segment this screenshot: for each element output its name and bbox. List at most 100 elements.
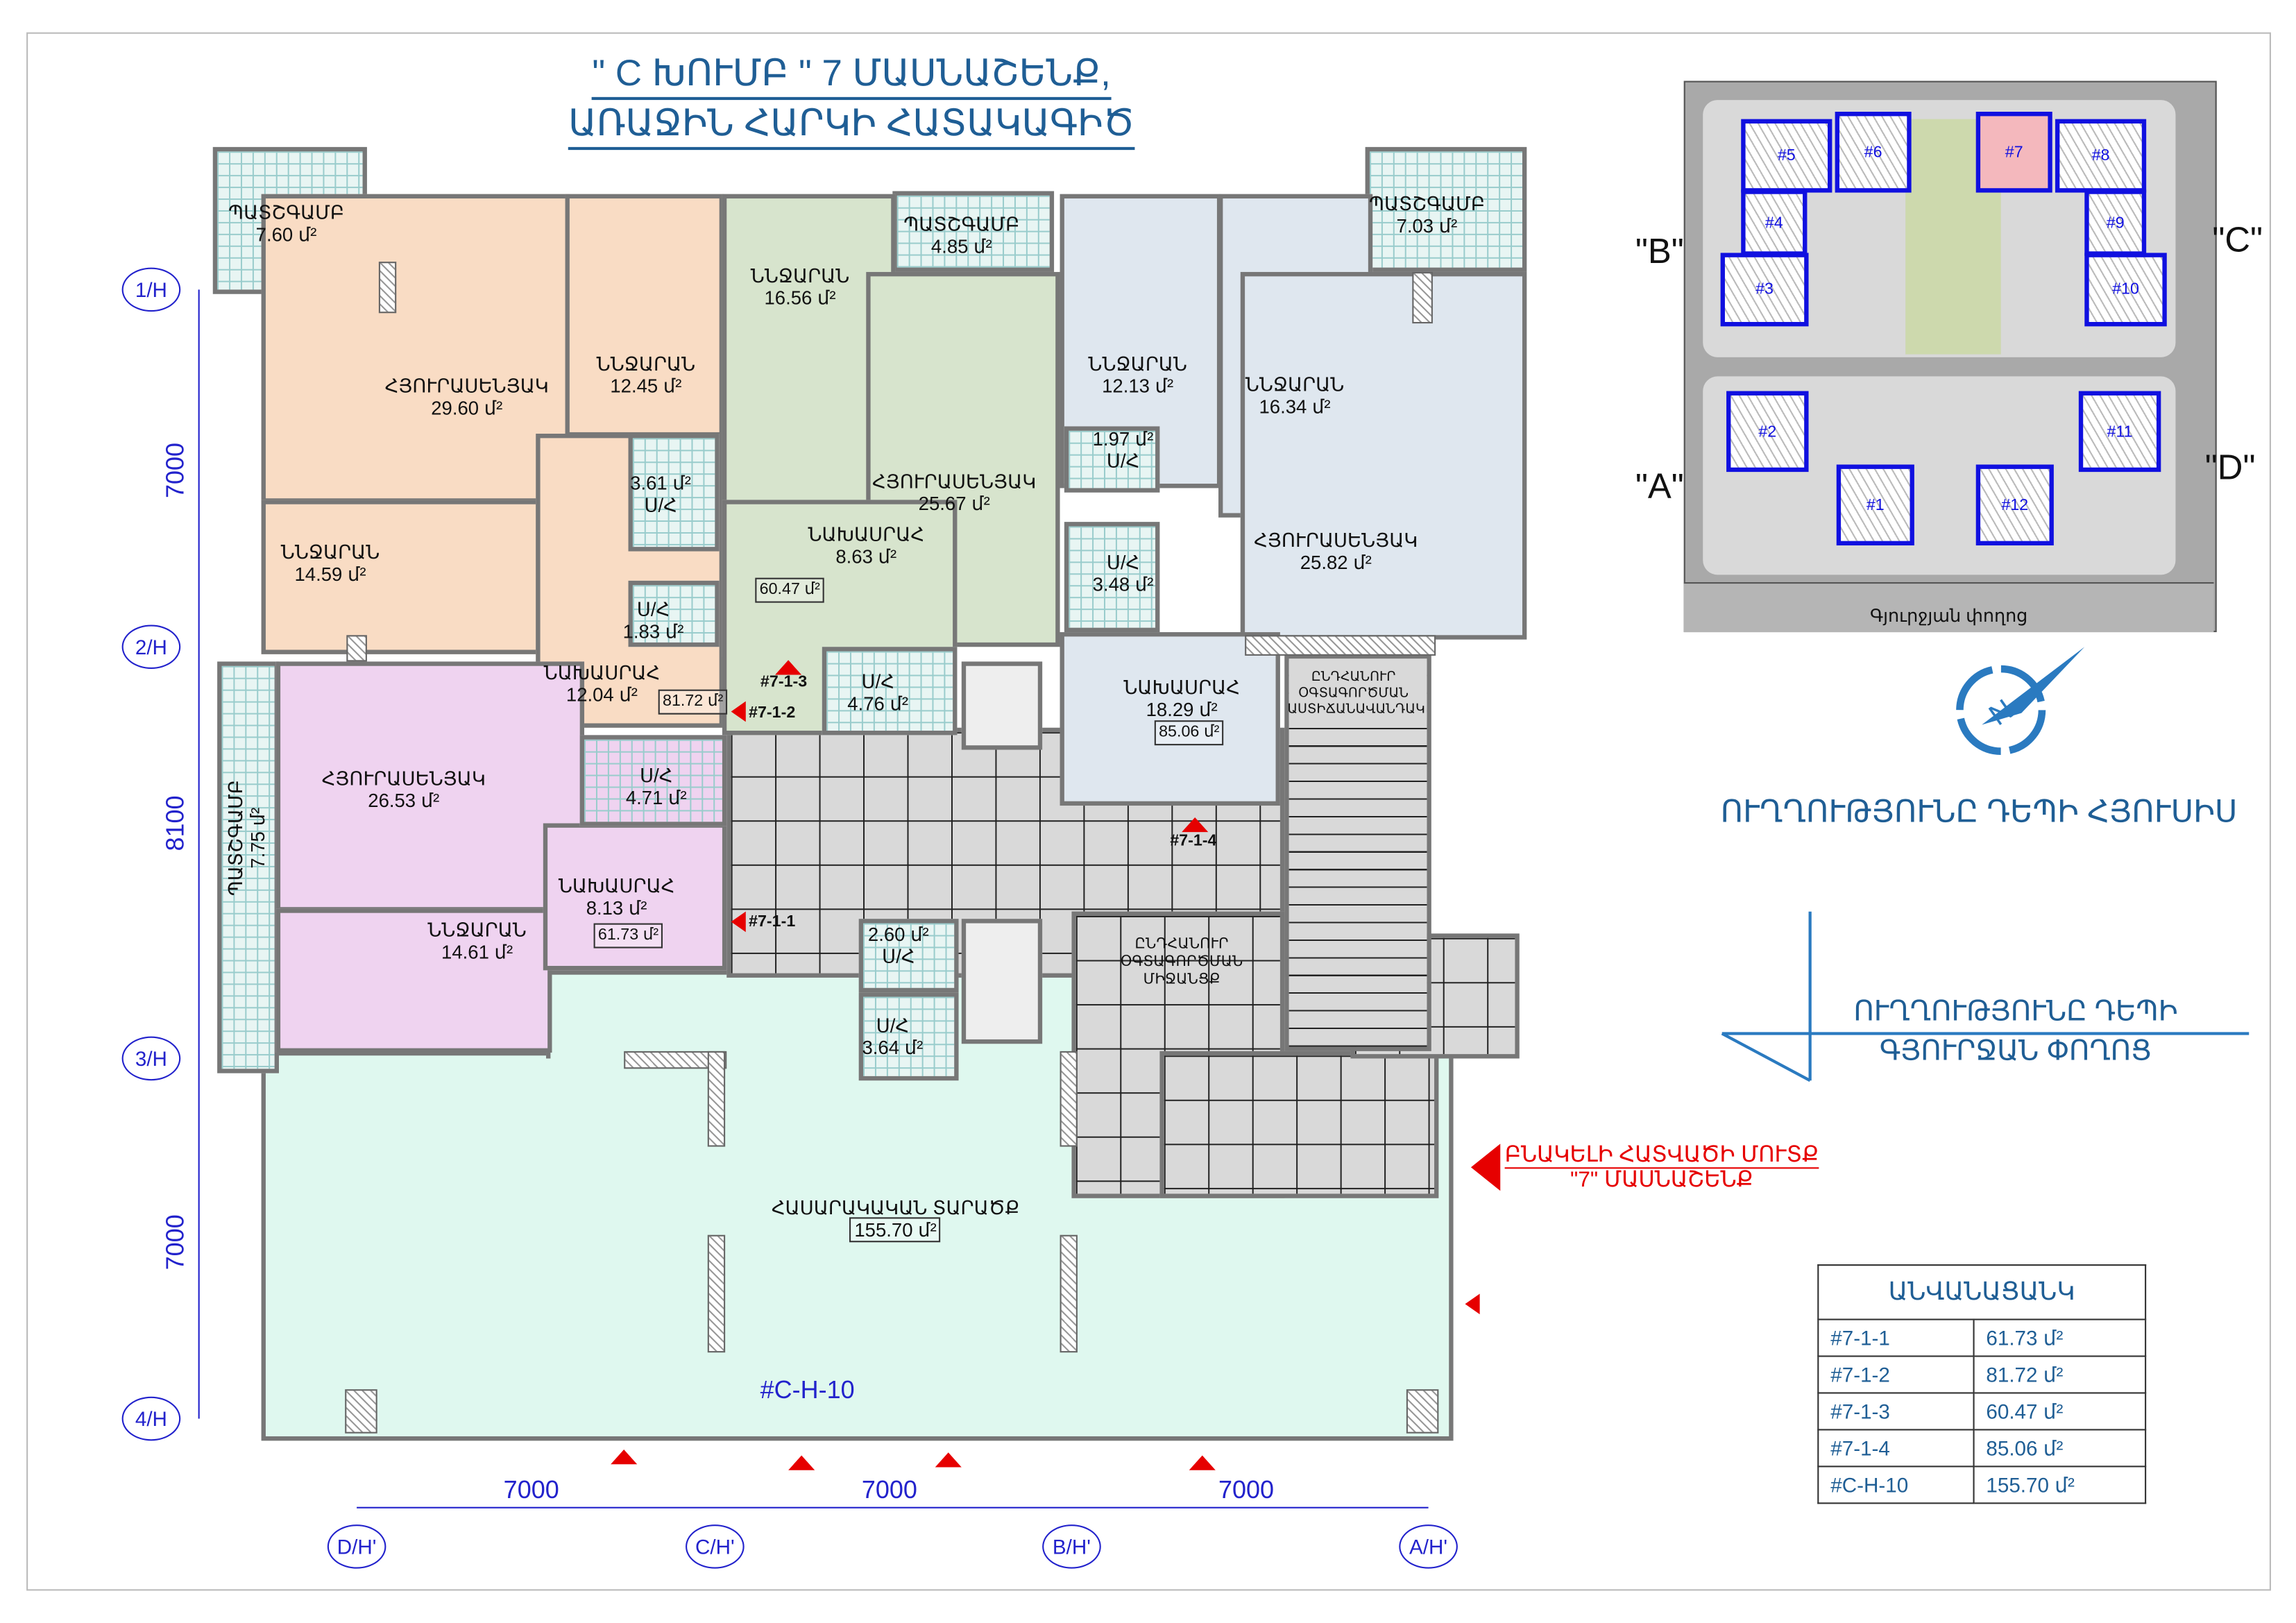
apartment-7-1-2-bedroom-2[interactable]	[261, 500, 541, 654]
bath-7-1-2-a	[628, 434, 720, 552]
legend-area: 155.70 մ²	[1973, 1465, 2147, 1504]
street-direction-label-2: ԳՅՈՒՐՋԱՆ ՓՈՂՈՑ	[1879, 1036, 2152, 1068]
building-2[interactable]: #2	[1726, 391, 1809, 473]
main-entrance-label: ԲՆԱԿԵԼԻ ՀԱՏՎԱԾԻ ՄՈՒՏՔ"7" ՄԱՍՆԱՇԵՆՔ	[1504, 1142, 1819, 1193]
column	[1060, 1234, 1078, 1353]
apartment-total-7-1-2: 81.72 մ²	[658, 689, 728, 715]
building-11[interactable]: #11	[2078, 391, 2161, 473]
axis-col-a: A/Н'	[1399, 1524, 1458, 1569]
quadrant-a: "A"	[1635, 467, 1684, 507]
legend-id: #C-H-10	[1817, 1465, 1975, 1504]
axis-col-d: D/Н'	[327, 1524, 386, 1569]
building-1[interactable]: #1	[1836, 464, 1914, 546]
marker-7-1-1[interactable]: #7-1-1	[749, 912, 796, 931]
entrance-marker-icon	[611, 1450, 638, 1465]
col-dim-1: 7000	[503, 1476, 559, 1504]
legend-area: 85.06 մ²	[1973, 1429, 2147, 1468]
building-9[interactable]: #9	[2084, 189, 2147, 256]
apartment-7-1-2-living[interactable]	[261, 194, 570, 503]
quadrant-d: "D"	[2204, 448, 2256, 488]
sheet-frame	[26, 32, 2271, 1591]
axis-row-1: 1/Н	[121, 267, 181, 312]
legend-title: ԱՆՎԱՆԱՑԱՆԿ	[1817, 1264, 2147, 1320]
legend-id: #7-1-2	[1817, 1355, 1975, 1394]
entrance-marker-icon	[775, 660, 802, 675]
column	[707, 1051, 726, 1147]
stair-label-bg	[1289, 661, 1427, 721]
street-direction-icon	[1721, 911, 2250, 1082]
quadrant-b: "B"	[1635, 232, 1684, 272]
building-4[interactable]: #4	[1741, 189, 1808, 256]
marker-7-1-4[interactable]: #7-1-4	[1170, 832, 1217, 850]
svg-text:N: N	[1983, 692, 2019, 731]
legend-id: #7-1-4	[1817, 1429, 1975, 1468]
marker-7-1-2[interactable]: #7-1-2	[749, 704, 796, 722]
bathroom-public-2	[858, 992, 959, 1081]
column	[707, 1234, 726, 1353]
apartment-total-7-1-3: 60.47 մ²	[755, 577, 825, 603]
bath-7-1-4-a	[1064, 426, 1160, 493]
apartment-total-7-1-4: 85.06 մ²	[1154, 720, 1224, 746]
entrance-lobby	[1159, 1051, 1439, 1198]
row-dim-1: 7000	[161, 442, 189, 499]
street: Գյուրջյան փողոց	[1683, 582, 2214, 633]
dimension-line-horizontal	[357, 1506, 1429, 1509]
col-dim-2: 7000	[861, 1476, 917, 1504]
building-12[interactable]: #12	[1975, 464, 2054, 546]
building-7-selected[interactable]: #7	[1975, 112, 2052, 193]
entrance-marker-icon	[1189, 1455, 1216, 1470]
row-dim-3: 7000	[161, 1214, 189, 1271]
common-staircase[interactable]	[1284, 654, 1431, 1051]
marker-7-1-3[interactable]: #7-1-3	[760, 673, 808, 691]
building-6[interactable]: #6	[1835, 112, 1912, 193]
building-5[interactable]: #5	[1741, 119, 1832, 193]
entrance-marker-icon	[731, 911, 746, 933]
entrance-marker-icon	[935, 1452, 962, 1468]
legend-area: 81.72 մ²	[1973, 1355, 2147, 1394]
site-plan: #5 #6 #7 #8 #4 #9 #3 #10 #2 #1 #11 #12 Գ…	[1683, 80, 2217, 633]
elevator-shaft-2	[961, 919, 1043, 1044]
corridor-label: ԸՆԴՀԱՆՈՒՐ ՕԳՏԱԳՈՐԾՄԱՆ ՄԻՋԱՆՑՔ	[1120, 936, 1243, 988]
entrance-marker-icon	[731, 701, 746, 722]
apartment-7-1-1-bedroom[interactable]	[275, 908, 552, 1053]
legend-id: #7-1-3	[1817, 1392, 1975, 1431]
building-3[interactable]: #3	[1720, 253, 1809, 327]
bathroom-public-1	[858, 919, 959, 993]
apartment-7-1-2-bedroom[interactable]	[565, 194, 724, 437]
quadrant-c: "C"	[2212, 220, 2263, 261]
main-entrance-arrow-icon	[1470, 1144, 1501, 1191]
bath-7-1-4-b	[1064, 522, 1160, 633]
column	[1406, 1389, 1439, 1434]
building-8[interactable]: #8	[2055, 119, 2147, 193]
north-compass-icon: N	[1956, 647, 2085, 755]
title-line-2: ԱՌԱՋԻՆ ՀԱՐԿԻ ՀԱՏԱԿԱԳԻԾ	[568, 100, 1135, 151]
street-direction-label-1: ՈՒՂՂՈՒԹՅՈՒՆԸ ԴԵՊԻ	[1853, 996, 2178, 1028]
column	[378, 262, 397, 314]
apartment-7-1-4-living[interactable]	[1240, 271, 1527, 640]
page-title: " C ԽՈՒՄԲ " 7 ՄԱՍՆԱՇԵՆՔ, ԱՌԱՋԻՆ ՀԱՐԿԻ ՀԱ…	[558, 50, 1145, 151]
column	[1060, 1051, 1078, 1147]
title-line-1: " C ԽՈՒՄԲ " 7 ՄԱՍՆԱՇԵՆՔ,	[592, 50, 1111, 101]
apartment-7-1-4-hall[interactable]	[1060, 632, 1280, 806]
building-10[interactable]: #10	[2084, 253, 2167, 327]
